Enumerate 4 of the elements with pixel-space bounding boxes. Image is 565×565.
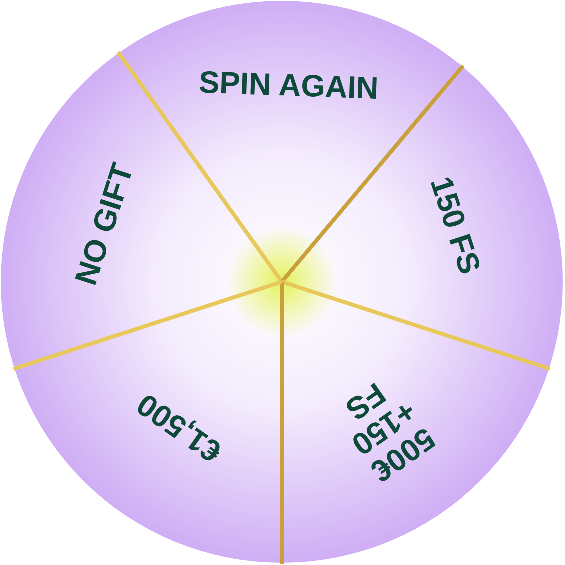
prize-label: 150 FS: [424, 173, 486, 278]
prize-label: NO GIFT: [70, 160, 140, 290]
prize-label: SPIN AGAIN: [198, 66, 380, 106]
prize-label: 500€ +150 FS: [328, 368, 441, 488]
